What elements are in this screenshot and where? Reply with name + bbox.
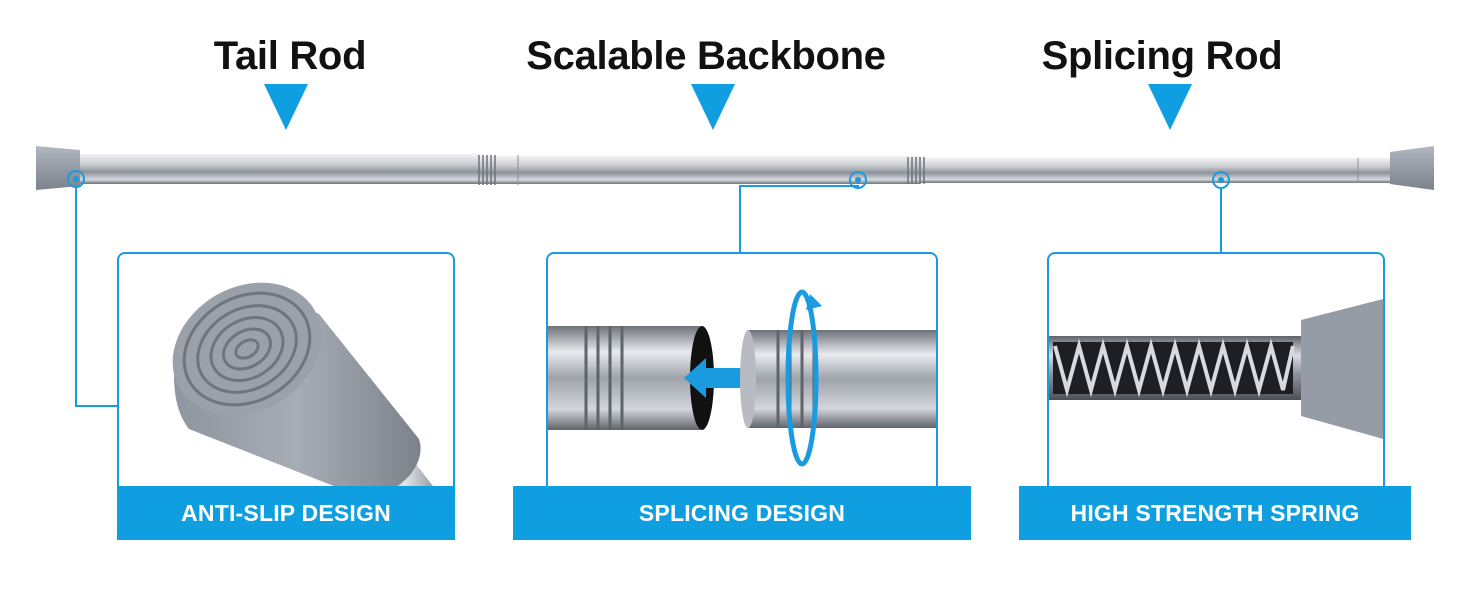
tail-rod-arrow-icon (264, 84, 308, 130)
right-end-cap (1390, 146, 1434, 190)
thread-rings-right (907, 157, 925, 184)
connector-tail (75, 187, 118, 407)
tail-rod-segment (80, 154, 480, 184)
backbone-segment (480, 156, 920, 184)
tail-rod-heading: Tail Rod (213, 34, 367, 78)
scalable-backbone-heading: Scalable Backbone (526, 34, 886, 78)
left-end-cap (36, 146, 80, 190)
spring-label: HIGH STRENGTH SPRING (1019, 486, 1411, 540)
splicing-rod-segment (920, 158, 1390, 183)
splicing-rod-heading: Splicing Rod (1041, 34, 1283, 78)
anti-slip-label: ANTI-SLIP DESIGN (117, 486, 455, 540)
thread-rings-left (478, 155, 496, 185)
splicing-label: SPLICING DESIGN (513, 486, 971, 540)
scalable-backbone-arrow-icon (691, 84, 735, 130)
threaded-joint-icon (548, 289, 936, 467)
connector-backbone (739, 185, 859, 252)
splicing-rod-arrow-icon (1148, 84, 1192, 130)
spring-icon (1049, 299, 1383, 439)
